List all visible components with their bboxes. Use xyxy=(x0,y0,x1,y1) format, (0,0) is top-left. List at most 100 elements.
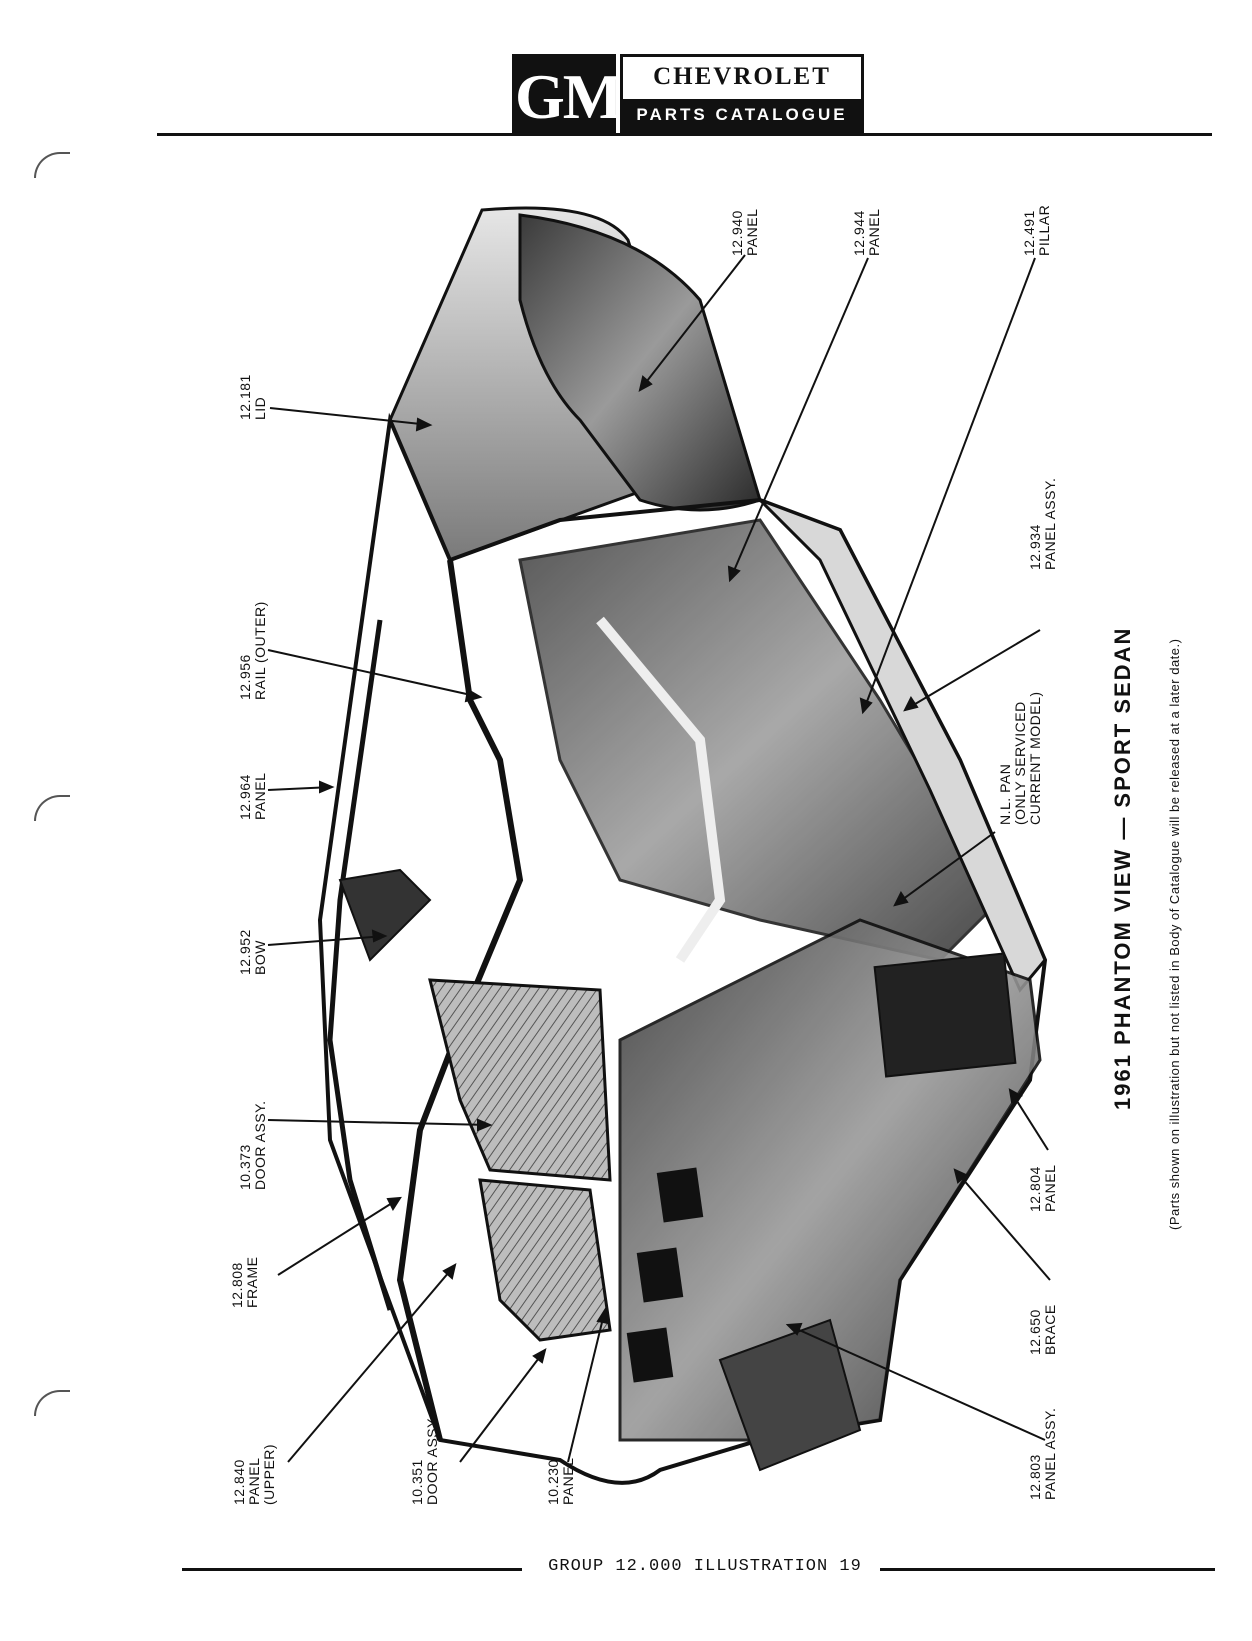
leader-line xyxy=(904,629,1041,711)
part-number: 12.956 xyxy=(237,654,253,700)
leader-line xyxy=(267,649,481,698)
part-number: N.L. PAN xyxy=(997,763,1013,825)
rear-quarter-panel-shape xyxy=(518,213,762,512)
leader-line xyxy=(269,407,431,426)
part-number: 10.230 xyxy=(545,1459,561,1505)
part-name: DOOR ASSY. xyxy=(252,1100,268,1190)
front-door-shape xyxy=(428,978,612,1182)
part-name: (ONLY SERVICED xyxy=(1012,701,1028,825)
callout-rail-outer: 12.956 RAIL (OUTER) xyxy=(237,601,268,700)
gm-logo: GM xyxy=(512,54,623,133)
outer-rail-shape xyxy=(327,619,393,1311)
part-name: PILLAR xyxy=(1036,204,1052,256)
arrowhead xyxy=(464,688,483,703)
part-name: LID xyxy=(252,396,268,420)
arrowhead xyxy=(371,929,388,943)
callout-nl-pan: N.L. PAN (ONLY SERVICED CURRENT MODEL) xyxy=(997,691,1043,825)
part-number: 12.181 xyxy=(237,374,253,420)
callout-door-373: 10.373 DOOR ASSY. xyxy=(237,1100,268,1190)
illustration-note: (Parts shown on illustration but not lis… xyxy=(1167,638,1182,1230)
part-name: PANEL xyxy=(246,1457,262,1505)
part-qualifier: (UPPER) xyxy=(261,1443,277,1505)
callout-panel-804: 12.804 PANEL xyxy=(1027,1164,1058,1212)
arrowhead xyxy=(442,1263,457,1280)
leader-line xyxy=(567,1309,606,1463)
part-qualifier: CURRENT MODEL) xyxy=(1027,691,1043,825)
part-name: PANEL ASSY. xyxy=(1042,1407,1058,1500)
callout-panel-940: 12.940 PANEL xyxy=(729,208,760,256)
dash-vent xyxy=(636,1247,684,1303)
arrowhead xyxy=(903,696,919,712)
leader-lines xyxy=(267,254,1051,1463)
firewall-box xyxy=(873,952,1017,1078)
part-name: PANEL xyxy=(866,208,882,256)
brand-box: CHEVROLET PARTS CATALOGUE xyxy=(620,54,864,133)
leader-line xyxy=(787,1324,1046,1441)
leader-line xyxy=(894,831,996,906)
part-number: 10.373 xyxy=(237,1144,253,1190)
header-rule xyxy=(157,133,1212,136)
leader-line xyxy=(267,1119,491,1126)
part-number: 12.840 xyxy=(231,1459,247,1505)
callout-lid: 12.181 LID xyxy=(237,374,268,420)
arrowhead xyxy=(859,697,873,715)
arrowhead xyxy=(727,565,741,583)
brand-name: CHEVROLET xyxy=(653,63,831,90)
arrowhead xyxy=(319,780,335,794)
part-number: 12.491 xyxy=(1021,210,1037,256)
dash-vent xyxy=(626,1327,674,1383)
leader-line xyxy=(267,935,386,946)
callout-bow: 12.952 BOW xyxy=(237,929,268,975)
part-name: BRACE xyxy=(1042,1304,1058,1355)
lower-dash-panel-shape xyxy=(718,1318,862,1472)
part-number: 12.650 xyxy=(1027,1309,1043,1355)
arrowhead xyxy=(785,1322,803,1336)
footer-group-illustration: GROUP 12.000 ILLUSTRATION 19 xyxy=(548,1557,862,1576)
part-number: 12.803 xyxy=(1027,1454,1043,1500)
part-number: 12.804 xyxy=(1027,1166,1043,1212)
arrowhead xyxy=(893,891,909,907)
leader-line xyxy=(954,1169,1051,1281)
illustration-title: 1961 PHANTOM VIEW — SPORT SEDAN xyxy=(1110,626,1135,1110)
callout-frame: 12.808 FRAME xyxy=(229,1257,260,1309)
part-name: PANEL xyxy=(744,208,760,256)
part-name: RAIL (OUTER) xyxy=(252,601,268,700)
callout-panel-964: 12.964 PANEL xyxy=(237,772,268,820)
leader-line xyxy=(639,254,746,391)
dash-vent xyxy=(656,1167,704,1223)
arrowhead xyxy=(532,1348,547,1364)
callout-door-351: 10.351 DOOR ASSY. xyxy=(409,1415,440,1505)
part-number: 12.940 xyxy=(729,210,745,256)
part-name: PANEL ASSY. xyxy=(1042,477,1058,570)
part-number: 12.934 xyxy=(1027,524,1043,570)
catalogue-header: GM CHEVROLET PARTS CATALOGUE xyxy=(512,54,864,133)
part-name: DOOR ASSY. xyxy=(424,1415,440,1505)
rocker-panel-shape xyxy=(758,498,1047,993)
arrowhead xyxy=(596,1307,610,1325)
part-number: 12.952 xyxy=(237,929,253,975)
rear-door-shape xyxy=(478,1178,612,1342)
callout-brace: 12.650 BRACE xyxy=(1027,1304,1058,1355)
leader-line xyxy=(277,1197,401,1276)
arrowhead xyxy=(415,417,433,432)
leader-line xyxy=(459,1349,546,1463)
roof-bow-shape xyxy=(338,868,432,962)
arrowhead xyxy=(1008,1088,1023,1104)
arrowhead xyxy=(386,1196,402,1212)
callout-panel-934: 12.934 PANEL ASSY. xyxy=(1027,477,1058,570)
part-name: PANEL xyxy=(1042,1164,1058,1212)
part-name: PANEL xyxy=(560,1457,576,1505)
roof-rail-shape xyxy=(396,559,524,1441)
callout-panel-803: 12.803 PANEL ASSY. xyxy=(1027,1407,1058,1500)
leader-line xyxy=(287,1264,456,1463)
center-tunnel-shape xyxy=(596,616,726,963)
arrowhead xyxy=(953,1168,968,1184)
arrowhead xyxy=(477,1118,493,1132)
part-name: PANEL xyxy=(252,772,268,820)
leader-line xyxy=(729,257,869,581)
callout-panel-upper: 12.840 PANEL (UPPER) xyxy=(231,1443,277,1505)
part-number: 12.944 xyxy=(851,210,867,256)
footer-rule-right xyxy=(880,1568,1215,1571)
